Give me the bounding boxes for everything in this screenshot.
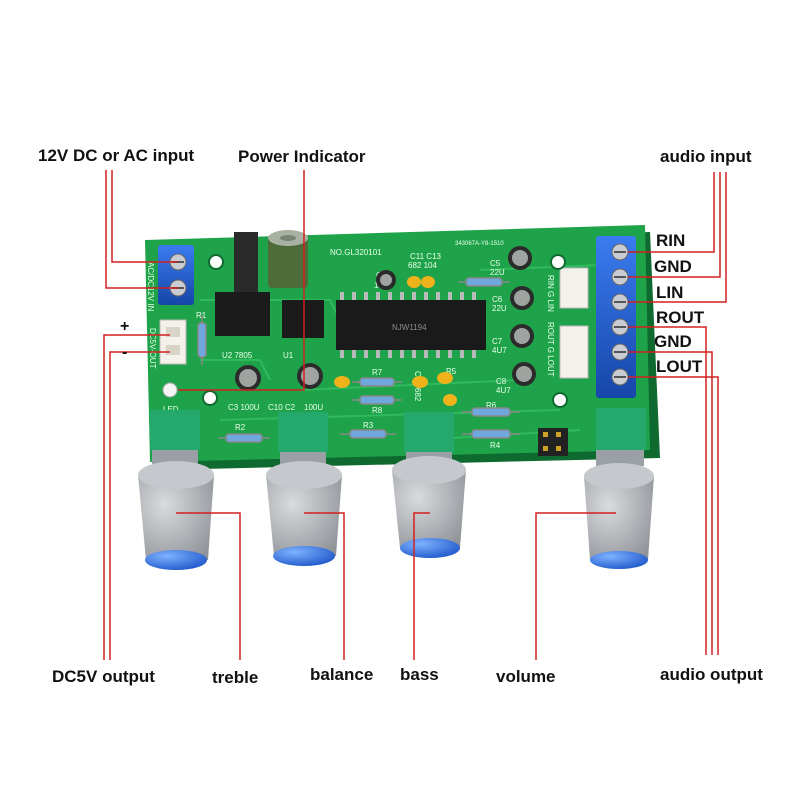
u2-text: U2 7805 [222, 351, 253, 360]
r6-text: R6 [486, 401, 497, 410]
r7-text: R7 [372, 368, 383, 377]
r5-text: R5 [446, 367, 457, 376]
treble-knob [138, 410, 214, 570]
label-dc5v-output: DC5V output [52, 667, 155, 686]
c11c13-text: C11 C13 [410, 252, 442, 261]
c8-text: C8 [496, 377, 507, 386]
callout-volume [535, 512, 616, 660]
label-audio-input: audio input [660, 147, 752, 166]
pin-label-rin: RIN [656, 231, 686, 250]
volume-knob [584, 408, 654, 569]
c11-val-text: 682 104 [408, 261, 437, 270]
c3-text: C3 100U [228, 403, 260, 412]
pin-label-gnd-1: GND [654, 257, 692, 276]
callout-audio-output-1 [628, 326, 707, 655]
r4-text: R4 [490, 441, 501, 450]
audio-header-connectors [559, 267, 589, 379]
balance-knob [266, 412, 342, 566]
resistors [197, 277, 520, 443]
voltage-regulators [215, 232, 324, 338]
label-plus: + [120, 318, 130, 335]
label-power-indicator: Power Indicator [238, 147, 366, 166]
callout-power-indicator [178, 170, 305, 391]
callout-dc5v-output-2 [109, 351, 170, 660]
ac-label-text: AC/DC12V IN [146, 262, 155, 312]
callout-treble [176, 512, 241, 660]
c10-text: C10 C2 [268, 403, 296, 412]
label-audio-output: audio output [660, 665, 763, 684]
label-treble: treble [212, 668, 259, 687]
power-led [162, 382, 178, 398]
r8-text: R8 [372, 406, 383, 415]
c6-text: C6 [492, 295, 503, 304]
callout-audio-input-3 [628, 172, 727, 303]
c2-val-text: 100U [304, 403, 323, 412]
large-capacitor [268, 230, 308, 288]
callout-audio-input-1 [628, 172, 715, 253]
c6-val-text: 22U [492, 304, 507, 313]
label-bass: bass [400, 665, 439, 684]
power-input-terminal [158, 245, 194, 305]
pin-label-lout: LOUT [656, 357, 703, 376]
c7-val-text: 4U7 [492, 346, 507, 355]
r3-text: R3 [363, 421, 374, 430]
label-balance: balance [310, 665, 374, 684]
callout-balance [304, 512, 345, 660]
callout-bass [413, 512, 430, 660]
callout-audio-input-2 [628, 172, 721, 278]
pin-label-gnd-2: GND [654, 332, 692, 351]
callout-lines [103, 170, 727, 660]
serial-text: 343067A-Y8-1510 [455, 241, 504, 247]
ceramic-capacitors [334, 276, 457, 406]
u1-text: U1 [283, 351, 294, 360]
audio-terminal-block [596, 236, 636, 398]
in-label-text: RIN G LIN [546, 275, 555, 312]
dc5v-label-text: DC5V-OUT [148, 328, 157, 369]
callout-audio-output-2 [628, 351, 713, 655]
pin-label-rout: ROUT [656, 308, 705, 327]
c5-val-text: 22U [490, 268, 505, 277]
c8-val-text: 4U7 [496, 386, 511, 395]
label-dc-ac-input: 12V DC or AC input [38, 146, 195, 165]
bass-knob [392, 412, 466, 558]
label-minus: - [122, 344, 128, 361]
label-volume: volume [496, 667, 556, 686]
led-text: LED [163, 405, 179, 414]
pin-label-lin: LIN [656, 283, 684, 302]
pin-header [538, 428, 568, 456]
ic-chip: NJW1194 [336, 292, 486, 358]
model-text: NO.GL320101 [330, 248, 382, 257]
callout-dc5v-output-1 [103, 334, 170, 660]
callout-dc-input-1 [105, 170, 178, 289]
out-label-text: ROUT G LOUT [546, 322, 555, 377]
ic-text: NJW1194 [392, 323, 427, 332]
c5-text: C5 [490, 259, 501, 268]
mounting-holes [202, 254, 568, 408]
dc5v-connector [159, 319, 187, 365]
callout-audio-output-3 [628, 376, 719, 655]
c7-text: C7 [492, 337, 503, 346]
r2-text: R2 [235, 423, 246, 432]
callout-dc-input-2 [111, 170, 178, 263]
